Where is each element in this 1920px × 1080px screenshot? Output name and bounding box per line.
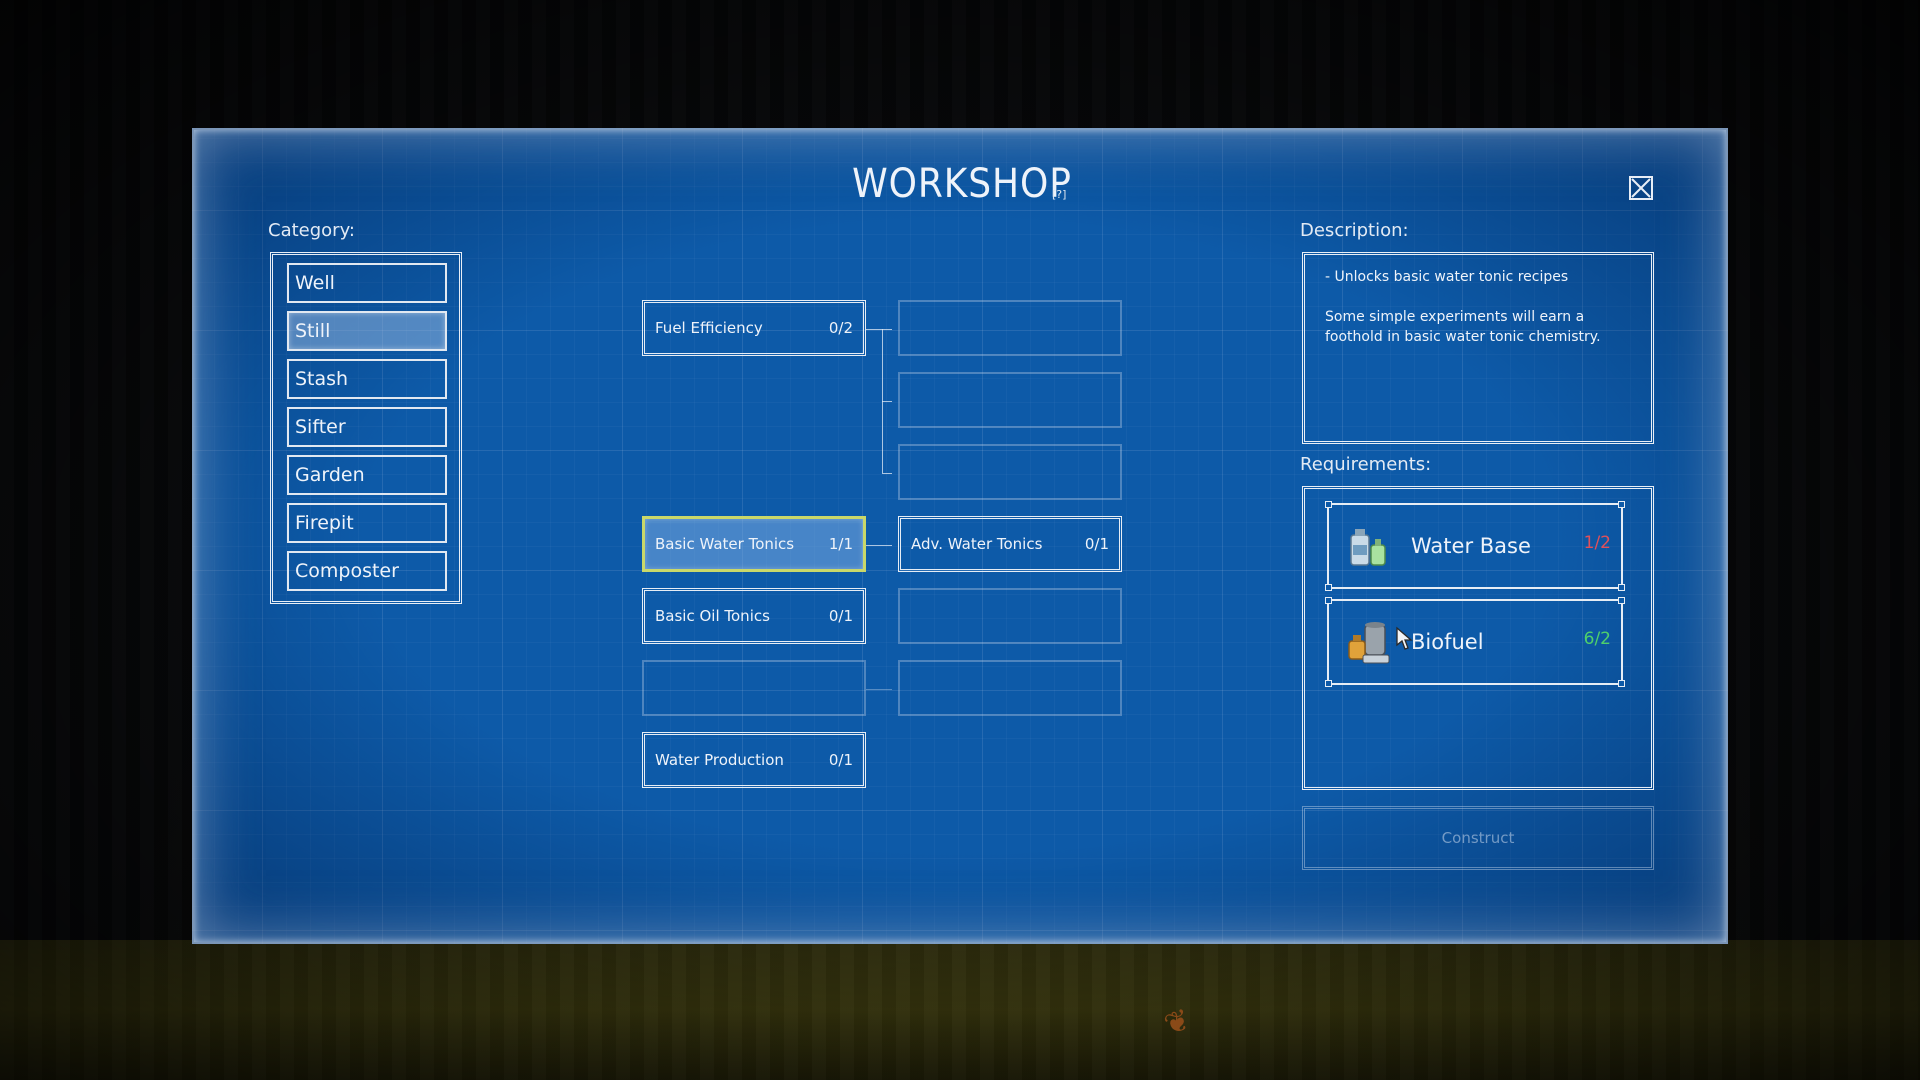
tree-node-empty: [898, 300, 1122, 356]
tree-connector: [866, 329, 892, 330]
node-count: 1/1: [828, 535, 853, 553]
node-label: Adv. Water Tonics: [911, 535, 1043, 553]
requirement-biofuel: Biofuel 6/2: [1325, 597, 1625, 687]
tree-node-adv-water-tonics[interactable]: Adv. Water Tonics 0/1: [898, 516, 1122, 572]
node-count: 0/1: [1084, 535, 1109, 553]
tree-connector: [866, 689, 892, 690]
close-icon: [1631, 178, 1651, 198]
requirement-count: 1/2: [1583, 533, 1611, 553]
node-count: 0/1: [828, 751, 853, 769]
category-item-composter[interactable]: Composter: [287, 551, 447, 591]
description-label: Description:: [1300, 220, 1409, 241]
tree-connector: [882, 473, 892, 474]
description-line: - Unlocks basic water tonic recipes: [1325, 269, 1569, 285]
category-item-stash[interactable]: Stash: [287, 359, 447, 399]
requirement-name: Water Base: [1411, 534, 1531, 558]
construct-button[interactable]: Construct: [1302, 806, 1654, 870]
tree-node-empty: [642, 660, 866, 716]
tree-node-empty: [898, 588, 1122, 644]
description-line: Some simple experiments will earn a: [1325, 309, 1585, 325]
node-count: 0/1: [828, 607, 853, 625]
category-label: Category:: [268, 220, 355, 241]
node-label: Fuel Efficiency: [655, 319, 763, 337]
hand-cursor-icon: [1396, 626, 1413, 650]
biofuel-still-icon: [1348, 622, 1390, 664]
category-item-still[interactable]: Still: [287, 311, 447, 351]
tree-node-basic-oil-tonics[interactable]: Basic Oil Tonics 0/1: [642, 588, 866, 644]
requirement-water-base: Water Base 1/2: [1325, 501, 1625, 591]
description-line: foothold in basic water tonic chemistry.: [1325, 329, 1601, 345]
tree-connector: [866, 545, 892, 546]
category-item-sifter[interactable]: Sifter: [287, 407, 447, 447]
panel-title: WORKSHOP: [852, 161, 1072, 207]
workshop-panel: WORKSHOP [?] Category: Well Still Stash …: [192, 128, 1728, 944]
requirements-box: Water Base 1/2 Biofuel 6/2: [1302, 486, 1654, 790]
node-count: 0/2: [828, 319, 853, 337]
node-label: Water Production: [655, 751, 784, 769]
requirement-name: Biofuel: [1411, 630, 1484, 654]
tree-node-empty: [898, 372, 1122, 428]
tree-node-empty: [898, 444, 1122, 500]
category-item-firepit[interactable]: Firepit: [287, 503, 447, 543]
tree-node-water-production[interactable]: Water Production 0/1: [642, 732, 866, 788]
requirement-count: 6/2: [1583, 629, 1611, 649]
tree-node-fuel-efficiency[interactable]: Fuel Efficiency 0/2: [642, 300, 866, 356]
node-label: Basic Oil Tonics: [655, 607, 770, 625]
tree-node-basic-water-tonics[interactable]: Basic Water Tonics 1/1: [642, 516, 866, 572]
help-button[interactable]: [?]: [1052, 188, 1067, 201]
tree-connector: [882, 401, 892, 402]
category-item-well[interactable]: Well: [287, 263, 447, 303]
node-label: Basic Water Tonics: [655, 535, 795, 553]
requirements-label: Requirements:: [1300, 454, 1432, 475]
water-base-bottles-icon: [1350, 529, 1386, 566]
tree-node-empty: [898, 660, 1122, 716]
category-list: Well Still Stash Sifter Garden Firepit C…: [270, 252, 462, 604]
category-item-garden[interactable]: Garden: [287, 455, 447, 495]
description-box: - Unlocks basic water tonic recipes Some…: [1302, 252, 1654, 444]
close-button[interactable]: [1629, 176, 1653, 200]
